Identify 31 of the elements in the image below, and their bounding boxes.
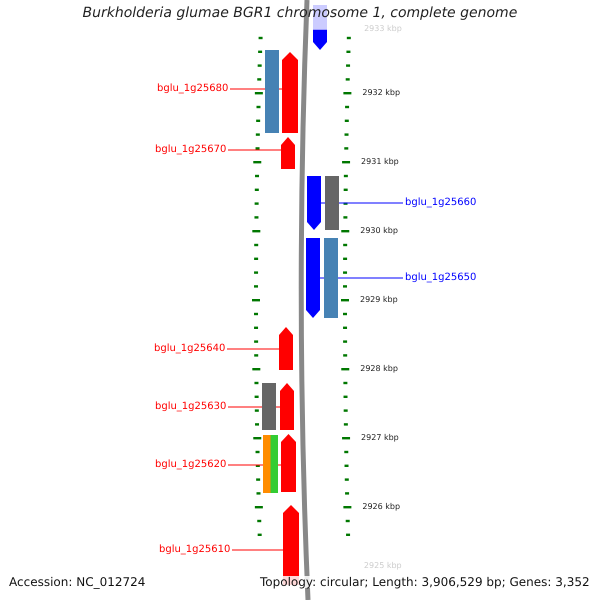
gene-feature xyxy=(307,176,321,230)
gene-label: bglu_1g25670 xyxy=(155,145,226,155)
gene-feature xyxy=(280,383,294,430)
gene-feature xyxy=(282,52,298,133)
leader-line xyxy=(226,348,280,350)
gene-feature xyxy=(324,238,338,318)
gene-label: bglu_1g25630 xyxy=(155,402,226,412)
scale-label: 2929 kbp xyxy=(360,296,398,304)
scale-label: 2930 kbp xyxy=(360,227,398,235)
genome-summary-text: Topology: circular; Length: 3,906,529 bp; Genes: 3,352 xyxy=(260,576,590,588)
gene-feature xyxy=(279,327,293,370)
gene-label: bglu_1g25650 xyxy=(405,273,476,283)
gene-label: bglu_1g25660 xyxy=(405,198,476,208)
gene-feature xyxy=(262,383,276,430)
scale-label: 2928 kbp xyxy=(360,365,398,373)
scale-label: 2931 kbp xyxy=(361,158,399,166)
gene-label: bglu_1g25640 xyxy=(154,344,226,354)
gene-label: bglu_1g25620 xyxy=(155,460,226,470)
gene-feature xyxy=(281,434,296,492)
accession-text: Accession: NC_012724 xyxy=(9,576,146,588)
gene-feature xyxy=(263,435,278,493)
gene-label: bglu_1g25680 xyxy=(157,84,228,94)
scale-label: 2927 kbp xyxy=(361,434,399,442)
gene-feature xyxy=(306,238,320,318)
scale-label: 2932 kbp xyxy=(362,89,400,97)
gene-feature xyxy=(281,137,295,169)
scale-label: 2926 kbp xyxy=(362,503,400,511)
gene-label: bglu_1g25610 xyxy=(159,545,230,555)
gene-feature xyxy=(325,176,339,230)
gene-feature xyxy=(265,50,279,133)
chart-title: Burkholderia glumae BGR1 chromosome 1, complete genome xyxy=(82,6,518,20)
